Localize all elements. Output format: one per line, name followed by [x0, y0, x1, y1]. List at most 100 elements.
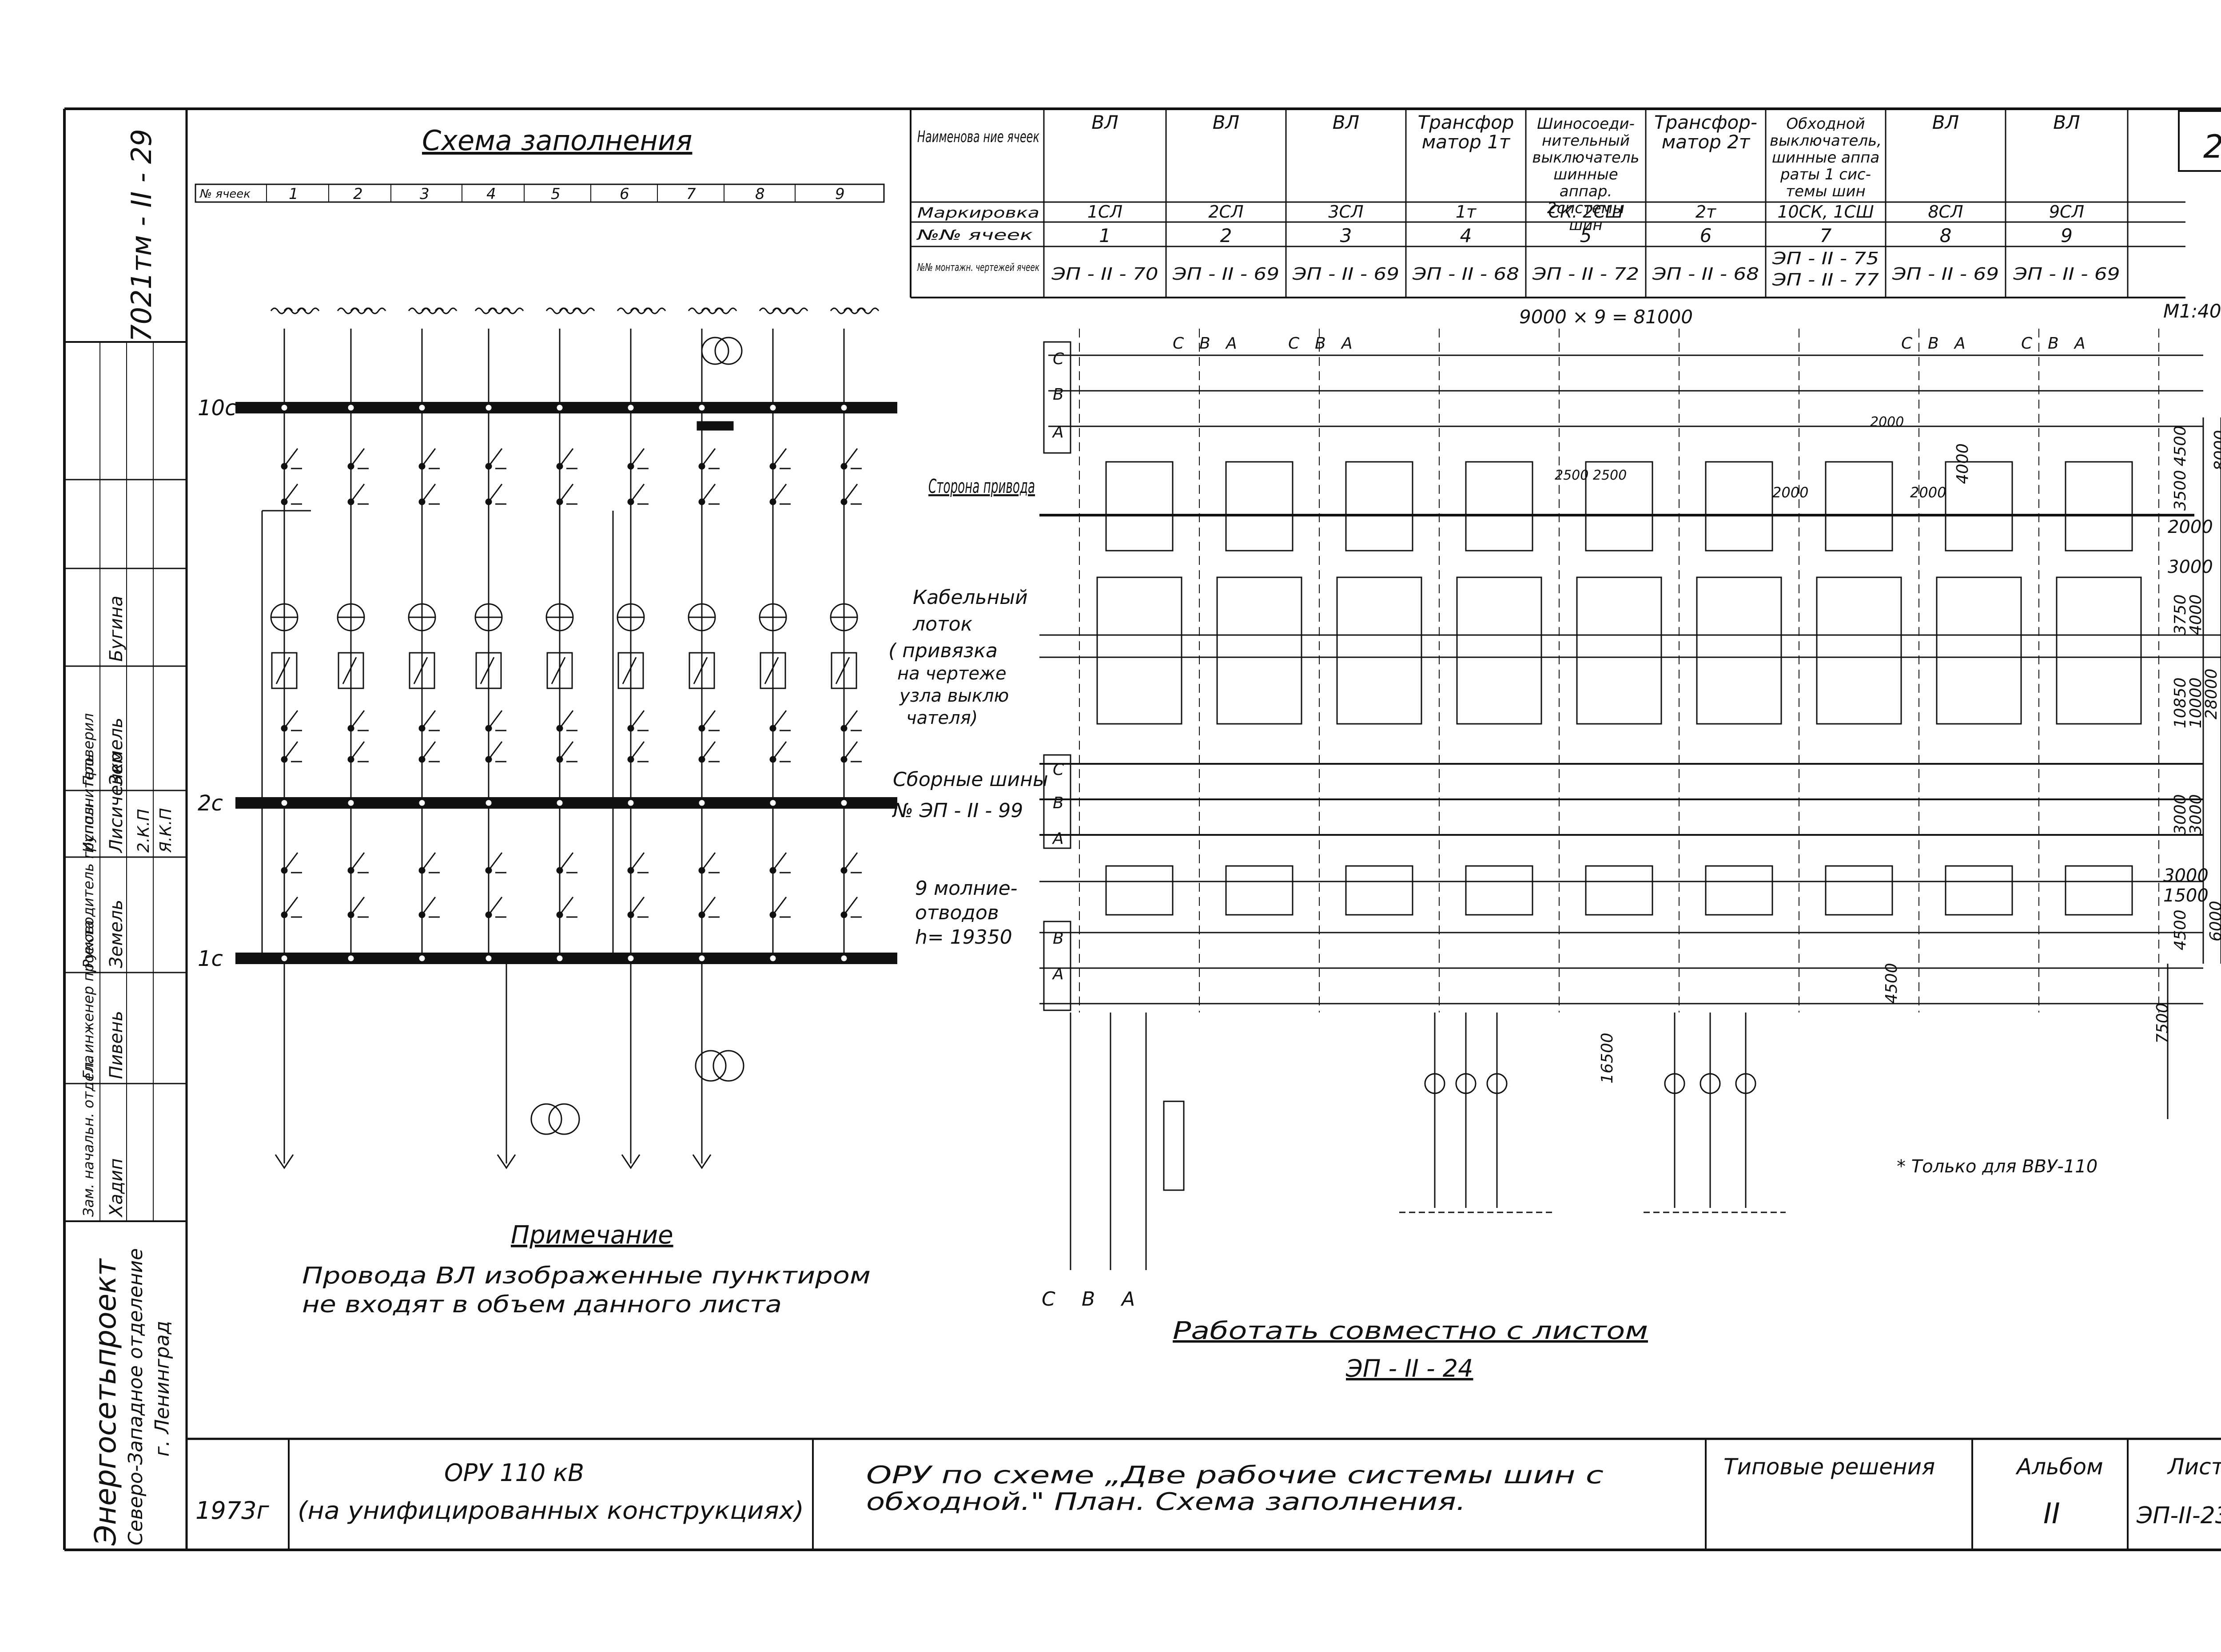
- lower-disc-block-9: [2065, 865, 2133, 916]
- row-header-marking: Маркировка: [917, 204, 1039, 221]
- lower-disc-block-8: [1945, 865, 2013, 916]
- disc-dot-6-2: [627, 725, 634, 732]
- dim-d2500: 2500 2500: [1555, 468, 1627, 483]
- disc-9-0: [843, 448, 858, 467]
- stamp-role-4: Проверил: [80, 713, 97, 786]
- bus1-dot-4: [484, 954, 493, 963]
- bus10-dot-6: [626, 403, 635, 412]
- disc-8-2: [772, 710, 787, 729]
- coil-1-2: [297, 307, 320, 314]
- bus10-dot-3: [418, 403, 426, 412]
- disc-dot-3-1: [418, 498, 426, 505]
- bay-phase-2: А: [1225, 334, 1237, 353]
- disc-dot-1-2: [281, 725, 288, 732]
- disc-dot-2-0: [347, 463, 354, 470]
- bus10-dot-5: [555, 403, 564, 412]
- disc-2-5: [350, 897, 365, 915]
- work-with-line-1: Работать совместно с листом: [1173, 1317, 1648, 1345]
- arrow-1: [275, 1154, 294, 1169]
- breaker-3: [409, 652, 435, 689]
- disc-dot-8-1: [769, 498, 776, 505]
- bay-phase-3: С: [1288, 334, 1300, 353]
- bus1-dot-9: [840, 954, 848, 963]
- dim-d2000b: 2000: [1772, 484, 1808, 501]
- table-marking-cell-1: 1СЛ: [1087, 202, 1122, 222]
- disc-1-1: [283, 484, 299, 502]
- disc-dot-4-3: [485, 756, 492, 763]
- disc-dot-6-3: [627, 756, 634, 763]
- disc-2-2: [350, 710, 365, 729]
- bus1-dot-1: [280, 954, 289, 963]
- bus-1c: [235, 953, 897, 964]
- table-name-cell-5: аппар.: [1560, 183, 1612, 200]
- coil-8-2: [785, 307, 808, 314]
- stamp-role-0: Зам. начальн. отдела: [80, 1055, 97, 1217]
- transformer-b-2: [712, 1050, 744, 1082]
- bay-phase-9: С: [2021, 334, 2033, 353]
- cable-tray-5: узла выклю: [899, 686, 1009, 706]
- disc-dot-6-0: [627, 463, 634, 470]
- disc-8-4: [772, 852, 787, 871]
- lower-disc-block-1: [1105, 865, 1174, 916]
- table-name-cell-5: нительный: [1542, 132, 1630, 150]
- table-name-cell-6: Трансфор-: [1654, 111, 1757, 133]
- breaker-8: [760, 652, 786, 689]
- cell-num-5: 5: [551, 185, 561, 203]
- org-city: г. Ленинград: [151, 1321, 174, 1457]
- disc-dot-4-2: [485, 725, 492, 732]
- disc-dot-7-3: [698, 756, 705, 763]
- bus2-dot-8: [768, 798, 777, 807]
- bus2-dot-3: [418, 798, 426, 807]
- bus-label-10c: 10с: [198, 396, 236, 421]
- vdim-d10000: 10000: [2187, 677, 2205, 728]
- disconnector-block-3: [1345, 461, 1413, 552]
- table-name-cell-4: Трансфор: [1418, 111, 1514, 133]
- breaker-block-7: [1816, 576, 1902, 725]
- busbars-label-2: № ЭП - II - 99: [892, 799, 1023, 822]
- bus1-dot-5: [555, 954, 564, 963]
- disc-dot-9-0: [840, 463, 848, 470]
- vdim-d3500: 3500: [2171, 470, 2189, 511]
- bus-label-2c: 2с: [198, 791, 223, 816]
- dim-d2000a: 2000: [1870, 414, 1904, 430]
- bay-phase-4: В: [1315, 334, 1326, 353]
- top-phase-box: [1043, 341, 1071, 454]
- disc-8-5: [772, 897, 787, 915]
- bus10-dot-1: [280, 403, 289, 412]
- disc-1-5: [283, 897, 299, 915]
- note-title: Примечание: [511, 1221, 673, 1250]
- table-marking-cell-5: СК. 2СШ: [1548, 202, 1623, 222]
- cell-num-9: 9: [835, 185, 845, 203]
- stamp-date-1: Я.К.П: [157, 808, 175, 853]
- main-bus-box: [1043, 754, 1071, 849]
- table-drawing-3-1: ЭП - II - 69: [1292, 264, 1399, 284]
- cable-tray-1: Кабельный: [913, 586, 1028, 609]
- bay-phase-5: А: [1341, 334, 1353, 353]
- bay-phase-11: А: [2074, 334, 2086, 353]
- cell-num-7: 7: [686, 185, 696, 203]
- vdim-d28000: 28000: [2202, 668, 2221, 719]
- top-transformer-b: [714, 337, 743, 365]
- disc-5-4: [559, 852, 574, 871]
- breaker-block-5: [1576, 576, 1662, 725]
- table-name-cell-7: выключатель,: [1770, 132, 1882, 150]
- table-cellno-1: 1: [1099, 225, 1111, 246]
- table-marking-cell-9: 9СЛ: [2049, 202, 2084, 222]
- phase-label-2: А: [1052, 423, 1064, 441]
- dim-d1500: 1500: [2163, 886, 2209, 906]
- breaker-block-4: [1456, 576, 1542, 725]
- lower-disc-block-3: [1345, 865, 1413, 916]
- disc-8-1: [772, 484, 787, 502]
- lower-disc-block-4: [1465, 865, 1533, 916]
- table-name-cell-7: раты 1 сис-: [1780, 166, 1871, 183]
- bus2-dot-1: [280, 798, 289, 807]
- desc-line-2: обходной." План. Схема заполнения.: [866, 1488, 1466, 1516]
- breaker-6: [617, 652, 644, 689]
- vdim-d4500a: 4500: [2171, 425, 2189, 466]
- table-name-cell-7: темы шин: [1786, 183, 1865, 200]
- disc-5-1: [559, 484, 574, 502]
- breaker-block-1: [1096, 576, 1182, 725]
- disc-2-4: [350, 852, 365, 871]
